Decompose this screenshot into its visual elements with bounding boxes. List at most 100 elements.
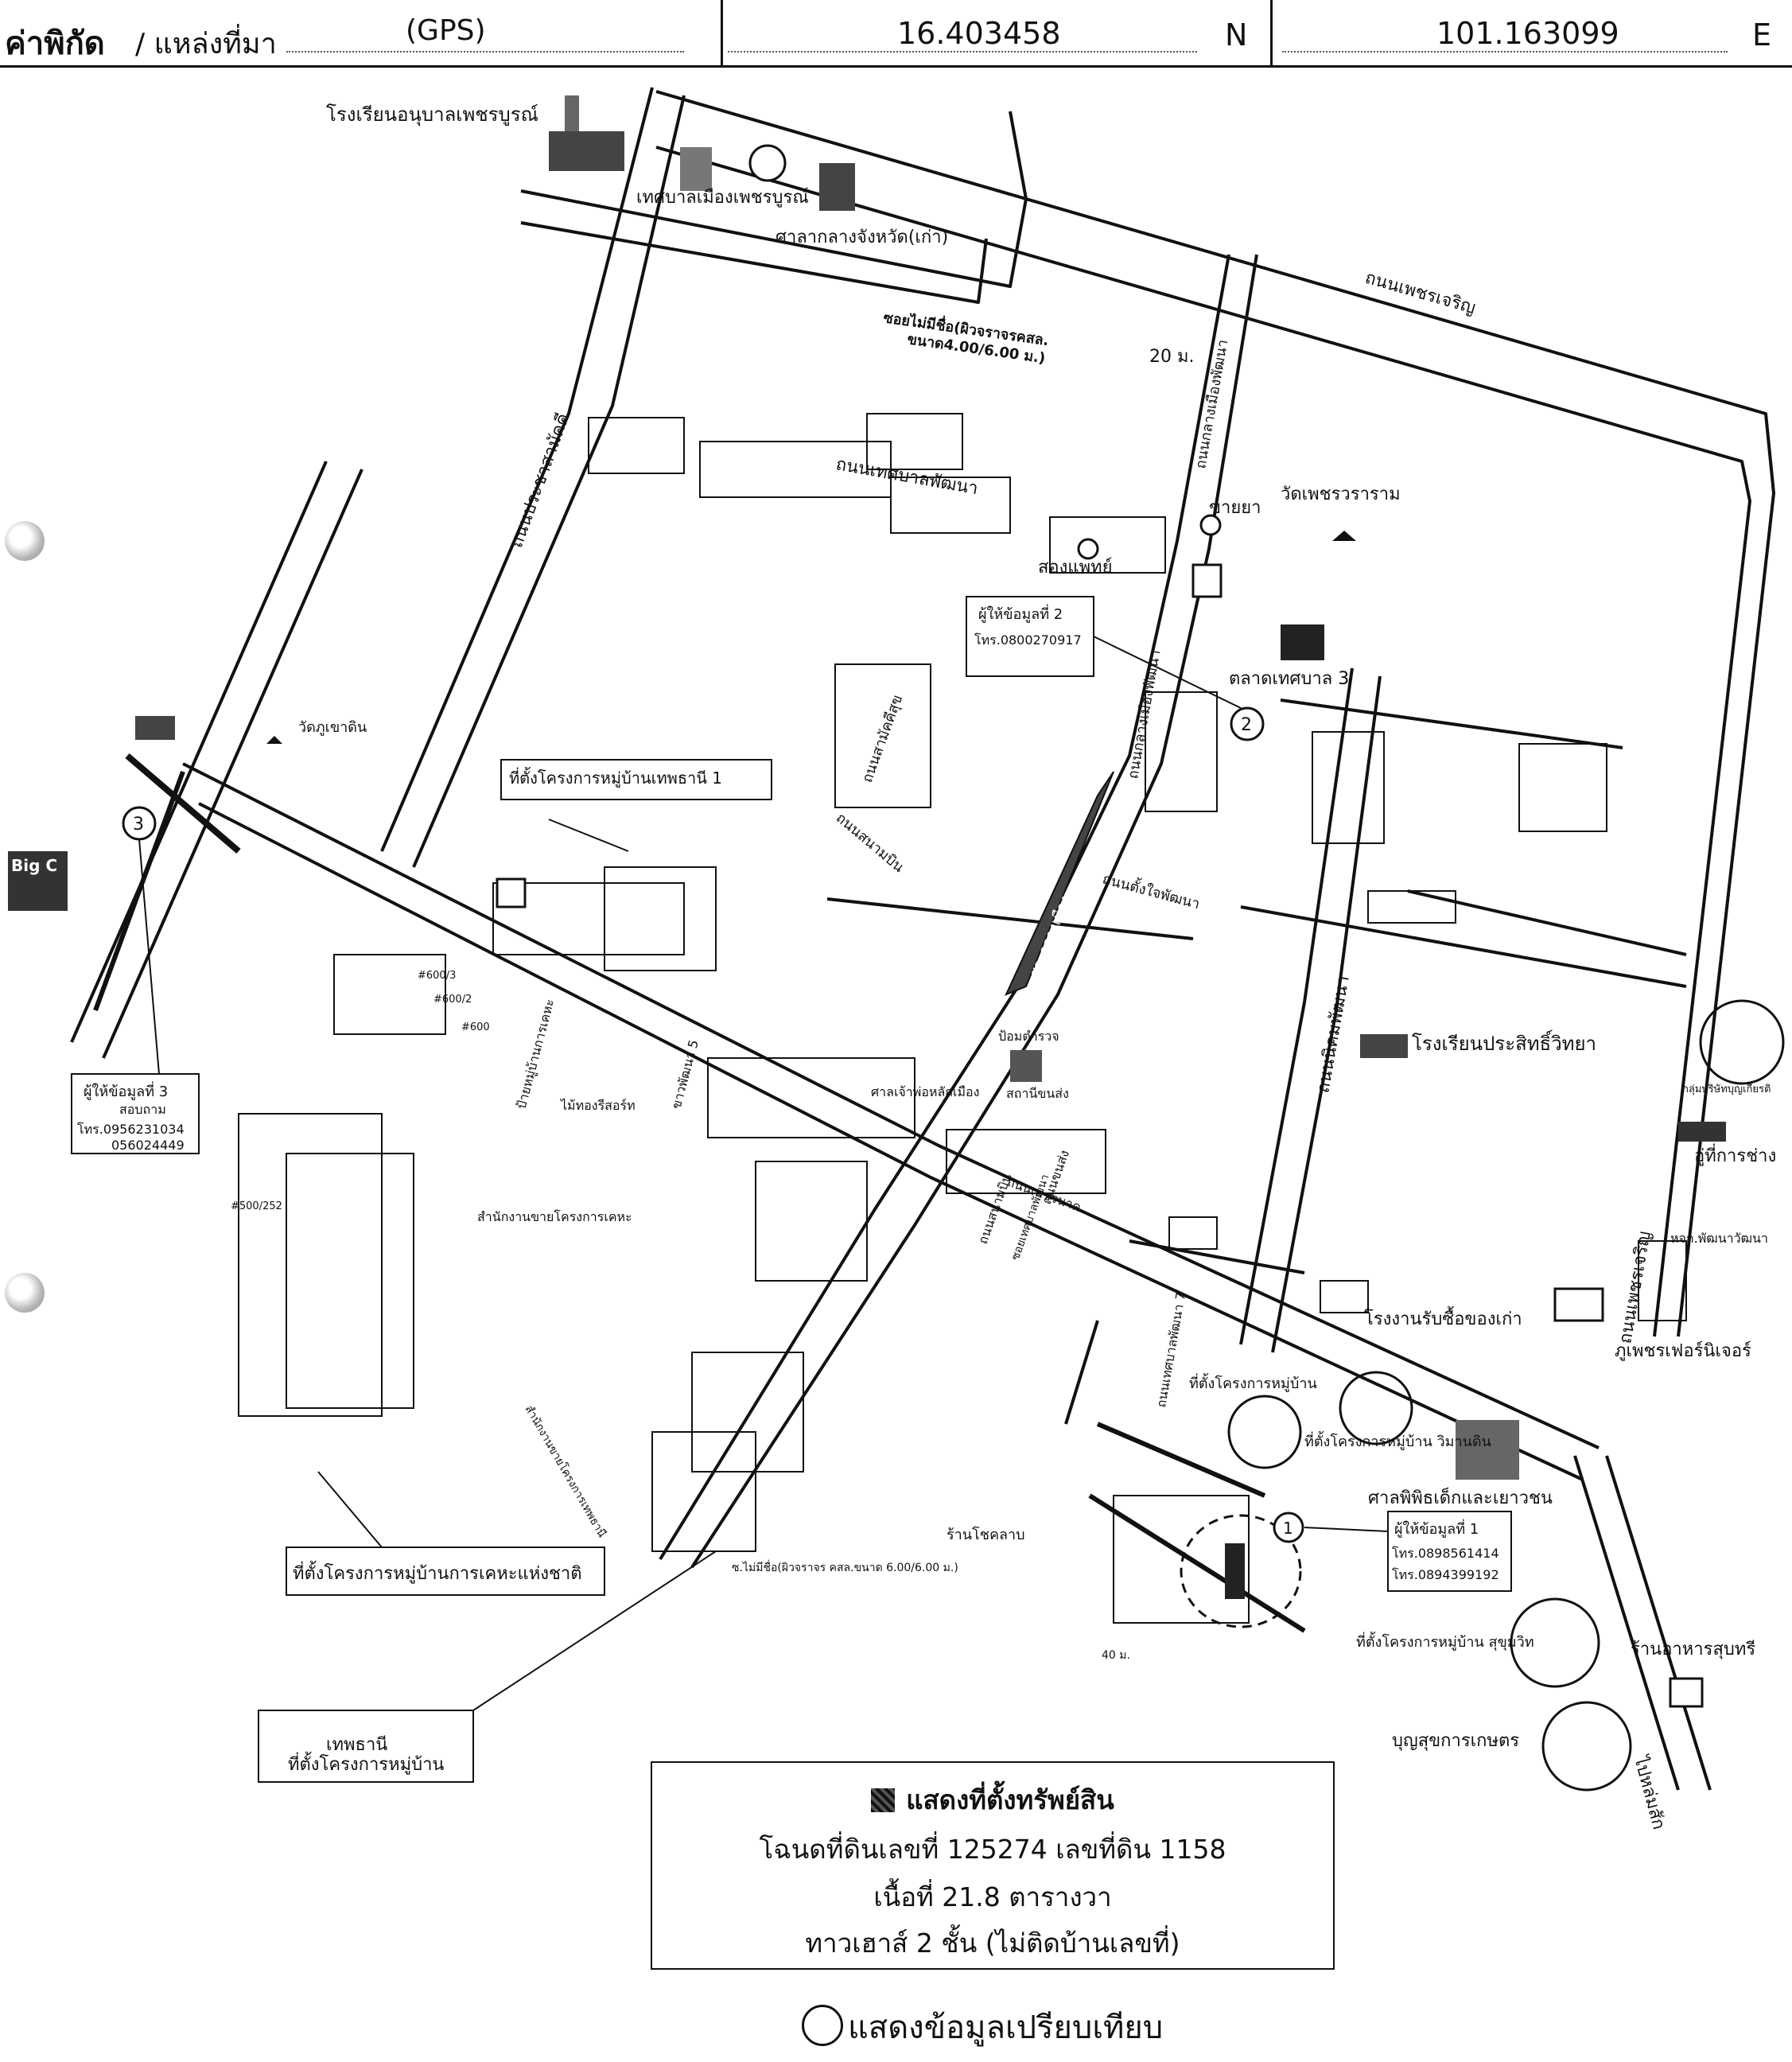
soi-2-label: ซ.ไม่มีชื่อ(ผิวจราจร คสล.ขนาด 6.00/6.00 … <box>732 1560 958 1574</box>
legend-line-1: แสดงที่ตั้งทรัพย์สิน <box>652 1779 1333 1821</box>
gps-source: (GPS) <box>406 14 486 47</box>
shop-label: ร้านโชคลาบ <box>947 1526 1025 1543</box>
court-building-icon <box>1456 1420 1519 1480</box>
thepthani-1-label: ที่ตั้งโครงการหมู่บ้านเทพธานี 1 <box>509 767 722 788</box>
road-thesaban-7: ถนนเทศบาลพัฒนา 7 <box>1153 1291 1188 1409</box>
seven-eleven-icon <box>1191 563 1223 598</box>
sales-office-2-label: สำนักงานขายโครงการเทพธานี <box>523 1403 609 1540</box>
marker-2-number: 2 <box>1241 715 1252 735</box>
informant-2-title: ผู้ให้ข้อมูลที่ 2 <box>978 604 1063 623</box>
kindergarten-label: โรงเรียนอนุบาลเพชรบูรณ์ <box>326 103 538 126</box>
parking-icon <box>748 144 787 182</box>
building-blocks <box>238 413 1687 1624</box>
road-tangjai: ถนนตั้งใจพัฒนา <box>1101 869 1203 913</box>
resort-label: ไม้ทองรีสอร์ท <box>559 1098 636 1113</box>
lot-label: #500/252 <box>231 1200 282 1212</box>
dotted-line <box>286 51 684 53</box>
road-nikhom: ถนนนิคมพัฒนา <box>1313 975 1354 1095</box>
pharmacy-label: ขายยา <box>1209 498 1261 518</box>
legend-line-1-text: แสดงที่ตั้งทรัพย์สิน <box>906 1784 1114 1815</box>
binder-hole <box>5 521 45 561</box>
national-housing-callout <box>286 1546 605 1596</box>
bus-icon <box>1678 1122 1726 1142</box>
marker-3-number: 3 <box>133 815 144 835</box>
project-icon <box>1510 1597 1600 1688</box>
pointer-lines <box>138 636 1389 1711</box>
old-hall-label: ศาลากลางจังหวัด(เก่า) <box>775 228 948 247</box>
shrine-pond <box>1005 771 1114 996</box>
informant-3-sub: สอบถาม <box>119 1102 166 1117</box>
school-icon <box>135 716 175 740</box>
to-lomsak-label: ไปหล่มสัก <box>1630 1753 1670 1832</box>
school-icon <box>549 95 624 171</box>
thepthani-1-callout <box>500 759 772 800</box>
dotted-line <box>728 51 1197 53</box>
bus-station-icon <box>1010 1050 1042 1082</box>
property-square-icon <box>871 1788 896 1812</box>
divider <box>1270 0 1273 65</box>
road-thesaban: ถนนเทศบาลพัฒนา <box>834 454 980 499</box>
comparison-circle-icon <box>802 2005 843 2046</box>
company-label: กลุ่มบริษัทบุญเกียรติ <box>1682 1083 1771 1095</box>
market-label: ตลาดเทศบาล 3 <box>1229 669 1349 689</box>
municipality-label: เทศบาลเมืองเพชรบูรณ์ <box>636 188 809 208</box>
informant-1-box <box>1387 1511 1512 1592</box>
informant-2-tel: โทร.0800270917 <box>974 632 1082 648</box>
legend-line-2: โฉนดที่ดินเลขที่ 125274 เลขที่ดิน 1158 <box>759 1834 1226 1865</box>
farm-label: บุญสุขการเกษตร <box>1392 1731 1519 1751</box>
big-c-label: Big C <box>11 856 57 875</box>
informant-3-box <box>71 1073 200 1154</box>
marker-1-number: 1 <box>1283 1519 1293 1538</box>
lot-label: #600/3 <box>418 970 456 982</box>
thepthani-sub-label: ที่ตั้งโครงการหมู่บ้าน <box>288 1752 444 1775</box>
furniture-label: ภูเพชรเฟอร์นิเจอร์ <box>1615 1341 1751 1361</box>
seven-eleven-icon <box>496 877 527 908</box>
road-pracha: ถนนประชาสามัคคี <box>507 410 573 551</box>
informant-1-tel1: โทร.0898561414 <box>1392 1546 1499 1561</box>
thepthani-label: เทพธานี <box>326 1735 387 1755</box>
legend-line-3: เนื้อที่ 21.8 ตารางวา <box>873 1881 1112 1912</box>
road-klang-2: ถนนกลางเมืองพัฒนา <box>1125 648 1164 780</box>
informant-1-title: ผู้ให้ข้อมูลที่ 1 <box>1394 1519 1479 1538</box>
police-label: ป้อมตำรวจ <box>998 1029 1059 1044</box>
factory-icon <box>1553 1287 1604 1322</box>
vimandin-label: ที่ตั้งโครงการหมู่บ้าน วิมานดิน <box>1304 1431 1491 1450</box>
court-label: ศาลพิพิธเด็กและเยาวชน <box>1368 1486 1553 1508</box>
sales-office-label: สำนักงานขายโครงการเคหะ <box>477 1209 632 1224</box>
temple-label: วัดเพชรวราราม <box>1281 484 1401 504</box>
phu-khao-temple-label: วัดภูเขาดิน <box>298 719 367 736</box>
restaurant-icon <box>1669 1677 1704 1708</box>
informant-1-marker <box>1273 1511 1304 1543</box>
comparison-label: แสดงข้อมูลเปรียบเทียบ <box>848 2009 1164 2046</box>
legend-box: แสดงที่ตั้งทรัพย์สิน โฉนดที่ดินเลขที่ 12… <box>651 1761 1335 1970</box>
road-samkan: ถนนสามัคคีสุข <box>859 693 906 785</box>
farm-icon <box>1541 1701 1632 1792</box>
restaurant-label: ร้านอาหารสุบทรี <box>1631 1640 1755 1659</box>
big-c-logo-icon <box>8 851 68 911</box>
distance-20-label: 20 ม. <box>1149 347 1194 367</box>
location-map: โรงเรียนอนุบาลเพชรบูรณ์ เทศบาลเมืองเพชรบ… <box>8 87 1785 1832</box>
legend-line-4: ทาวเฮาส์ 2 ชั้น (ไม่ติดบ้านเลขที่) <box>805 1928 1180 1959</box>
project-label: ที่ตั้งโครงการหมู่บ้าน <box>1189 1373 1317 1392</box>
latitude-direction: N <box>1225 18 1248 53</box>
divider <box>721 0 723 65</box>
temple-icon <box>266 736 282 744</box>
clinic-label: สองแพทย์ <box>1038 558 1112 578</box>
road-sanambin-2: ถนนสนามบิน <box>975 1172 1015 1247</box>
subject-property-circle <box>1180 1514 1302 1628</box>
road-phetcharoen: ถนนเพชรเจริญ <box>1362 268 1477 318</box>
latitude-value: 16.403458 <box>897 16 1061 51</box>
pharmacy-cross-icon <box>1199 514 1222 536</box>
scrap-factory-label: โรงงานรับซื้อของเก่า <box>1364 1306 1522 1329</box>
bus-stop-label: อู่ที่การช่าง <box>1694 1143 1776 1166</box>
source-label: / แหล่งที่มา <box>135 28 277 60</box>
informant-2-marker <box>1230 706 1265 741</box>
shrine-label: ศาลเจ้าพ่อหลักเมือง <box>871 1084 979 1099</box>
bus-station-label: สถานีขนส่ง <box>1006 1086 1069 1101</box>
school-icon <box>1360 1034 1408 1058</box>
longitude-value: 101.163099 <box>1436 16 1619 51</box>
comparison-legend: แสดงข้อมูลเปรียบเทียบ <box>802 2002 1163 2052</box>
informant-3-tel2: 056024449 <box>111 1138 185 1153</box>
market-bag-icon <box>1281 624 1324 660</box>
informant-3-title: ผู้ให้ข้อมูลที่ 3 <box>84 1081 168 1100</box>
